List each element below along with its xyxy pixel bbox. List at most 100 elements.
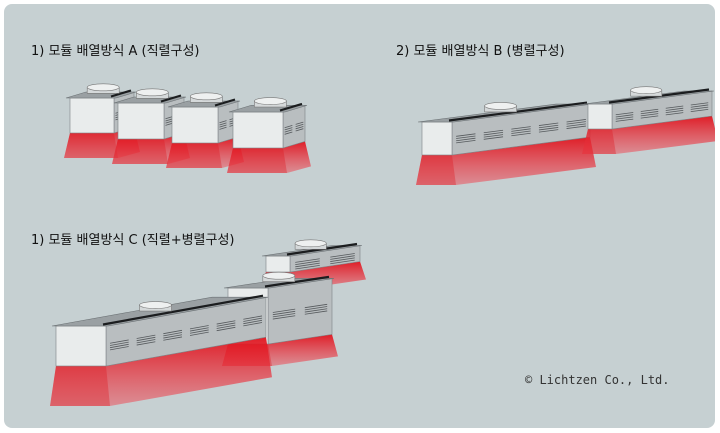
- vent-slat: [216, 326, 236, 332]
- module-top: [228, 105, 308, 113]
- vent-slat: [219, 124, 227, 128]
- vent-slat: [566, 119, 586, 123]
- vent-slat: [216, 320, 236, 325]
- vent-slat: [665, 107, 684, 111]
- fan-icon: [254, 97, 287, 105]
- vent-slat: [295, 123, 304, 127]
- vent-slat: [330, 255, 355, 260]
- vent-slat: [690, 102, 709, 106]
- vent-slat: [136, 341, 156, 346]
- vent-slat: [165, 122, 173, 126]
- vent-slat: [511, 128, 531, 132]
- module-front-face: [117, 102, 165, 140]
- vent-slat: [272, 308, 296, 313]
- top-rail: [214, 98, 236, 107]
- vent-slat: [304, 306, 328, 311]
- light-glow-front: [227, 148, 287, 173]
- vent-slat: [109, 341, 129, 346]
- module-front-face: [265, 255, 291, 273]
- module-front-face: [232, 111, 284, 149]
- cooling-module: [166, 92, 244, 168]
- module-front-face: [171, 106, 219, 144]
- vent-slat: [284, 125, 293, 129]
- vent-slat: [284, 131, 293, 135]
- vent-slat: [615, 118, 634, 122]
- vent-slat: [295, 264, 320, 270]
- vent-slat: [295, 126, 304, 130]
- vent-slat: [566, 121, 586, 125]
- vent-slat: [243, 319, 263, 325]
- caption-arrangement-a: 1) 모듈 배열방식 A (직렬구성): [31, 44, 200, 59]
- vent-slat: [295, 260, 320, 266]
- fan-icon: [86, 83, 120, 92]
- vent-slat: [163, 332, 183, 337]
- light-glow: [50, 337, 272, 406]
- vent-slat: [456, 133, 476, 137]
- vent-slat: [665, 112, 684, 116]
- vent-slat: [219, 126, 227, 130]
- fan-icon: [262, 271, 296, 280]
- top-rail: [160, 94, 182, 103]
- vent-slat: [304, 303, 328, 309]
- vent-slat: [109, 339, 129, 344]
- vent-slat: [295, 262, 320, 268]
- module-side-face: [267, 278, 333, 345]
- module-front-face: [55, 325, 107, 367]
- copyright-text: © Lichtzen Co., Ltd.: [525, 373, 670, 387]
- vent-slat: [304, 308, 328, 313]
- arrangement-b-parallel: [416, 86, 715, 185]
- caption-arrangement-c: 1) 모듈 배열방식 C (직렬+병렬구성): [31, 233, 235, 248]
- vent-slat: [511, 132, 531, 137]
- vent-slat: [136, 336, 156, 342]
- vent-slat: [456, 140, 476, 144]
- vent-slat: [216, 324, 236, 329]
- vent-slat: [690, 106, 709, 110]
- top-rail: [279, 102, 303, 112]
- fan-icon: [139, 301, 172, 309]
- vent-slat: [216, 322, 236, 327]
- light-glow-front: [50, 366, 110, 406]
- fan-icon: [190, 92, 223, 101]
- cooling-module: [416, 101, 596, 185]
- vent-slat: [243, 315, 263, 320]
- vent-slat: [219, 120, 227, 124]
- vent-slat: [330, 259, 355, 265]
- vent-slat: [136, 339, 156, 344]
- diagram-panel: 1) 모듈 배열방식 A (직렬구성) 2) 모듈 배열방식 B (병렬구성) …: [4, 4, 715, 428]
- module-front-face: [69, 97, 115, 134]
- light-glow-front: [64, 133, 118, 158]
- vent-slat: [109, 346, 129, 351]
- vent-slat: [330, 257, 355, 262]
- vent-slat: [163, 334, 183, 339]
- vent-slat: [109, 343, 129, 349]
- vent-slat: [272, 310, 296, 316]
- top-rail: [102, 294, 264, 326]
- vent-slat: [272, 313, 296, 318]
- cooling-module: [227, 97, 311, 173]
- module-front-face: [587, 103, 613, 130]
- top-rail: [264, 275, 330, 288]
- fan-icon: [294, 239, 327, 248]
- light-glow: [416, 137, 596, 185]
- vent-slat: [615, 112, 634, 116]
- vent-slat: [538, 129, 559, 133]
- vent-slat: [690, 104, 709, 108]
- module-front-face: [421, 121, 453, 156]
- vent-slat: [295, 128, 304, 132]
- vent-slat: [284, 129, 293, 133]
- arrangement-a-series: [64, 83, 311, 173]
- vent-slat: [219, 122, 227, 126]
- vent-slat: [330, 253, 355, 258]
- vent-slat: [615, 116, 634, 120]
- vent-slat: [272, 315, 296, 320]
- light-glow-front: [166, 143, 222, 168]
- vent-slat: [665, 105, 684, 109]
- vent-slat: [566, 123, 586, 127]
- light-glow: [227, 141, 311, 173]
- vent-slat: [136, 334, 156, 339]
- vent-slat: [456, 137, 476, 142]
- light-glow-front: [112, 139, 168, 164]
- vent-slat: [189, 325, 209, 330]
- vent-slat: [538, 127, 559, 131]
- arrangement-c-combined: [50, 239, 366, 406]
